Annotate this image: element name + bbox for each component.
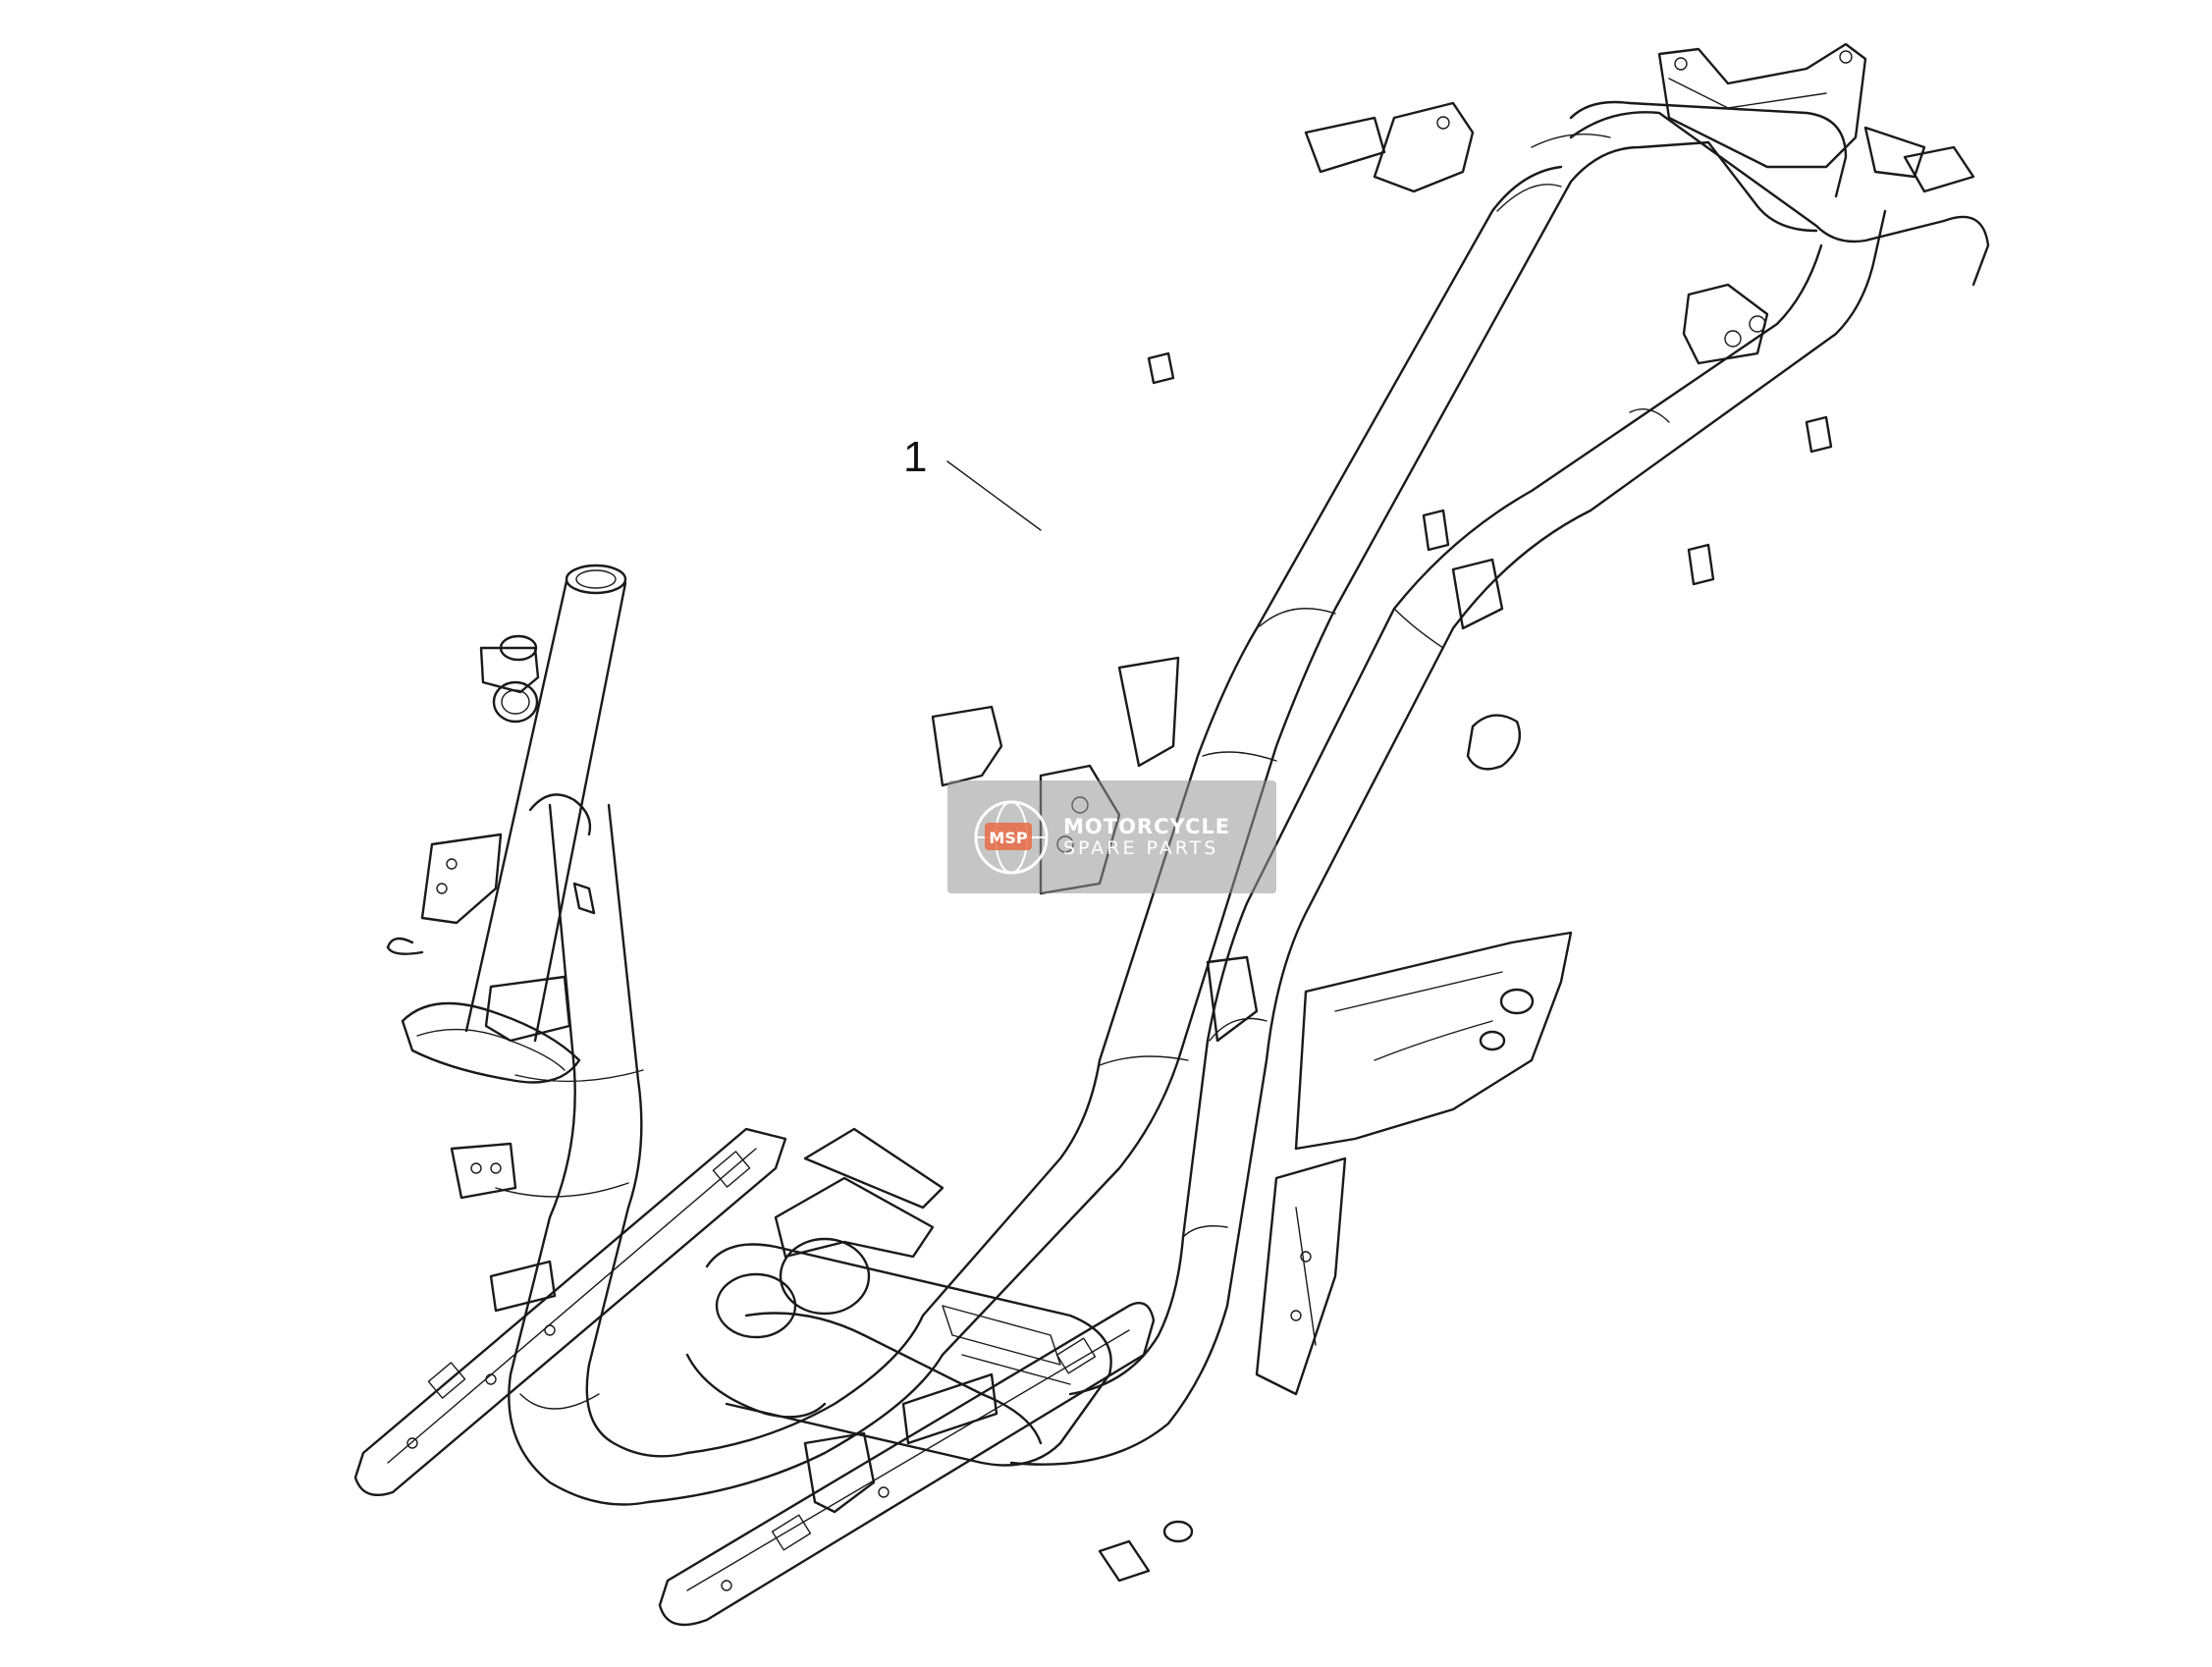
headstock-tube [386,564,627,1084]
central-crossmember [685,1127,1112,1467]
left-footboard-rail [353,1127,787,1497]
rear-footrest-bracket [1098,931,1573,1583]
callout-label: 1 [903,433,927,481]
right-footboard-rail [658,1301,1156,1627]
callout-1: 1 [903,433,1042,531]
watermark-line2: SPARE PARTS [1063,836,1219,859]
globe-logo-icon: MSP [974,800,1049,874]
watermark: MSP MOTORCYCLE SPARE PARTS [947,780,1276,893]
watermark-logo-text: MSP [989,829,1027,847]
watermark-text: MOTORCYCLE SPARE PARTS [1063,814,1231,859]
front-down-tube [450,793,689,1506]
watermark-line1: MOTORCYCLE [1063,814,1231,838]
right-main-tube [1009,209,1887,1466]
rear-frame [1147,42,1990,552]
